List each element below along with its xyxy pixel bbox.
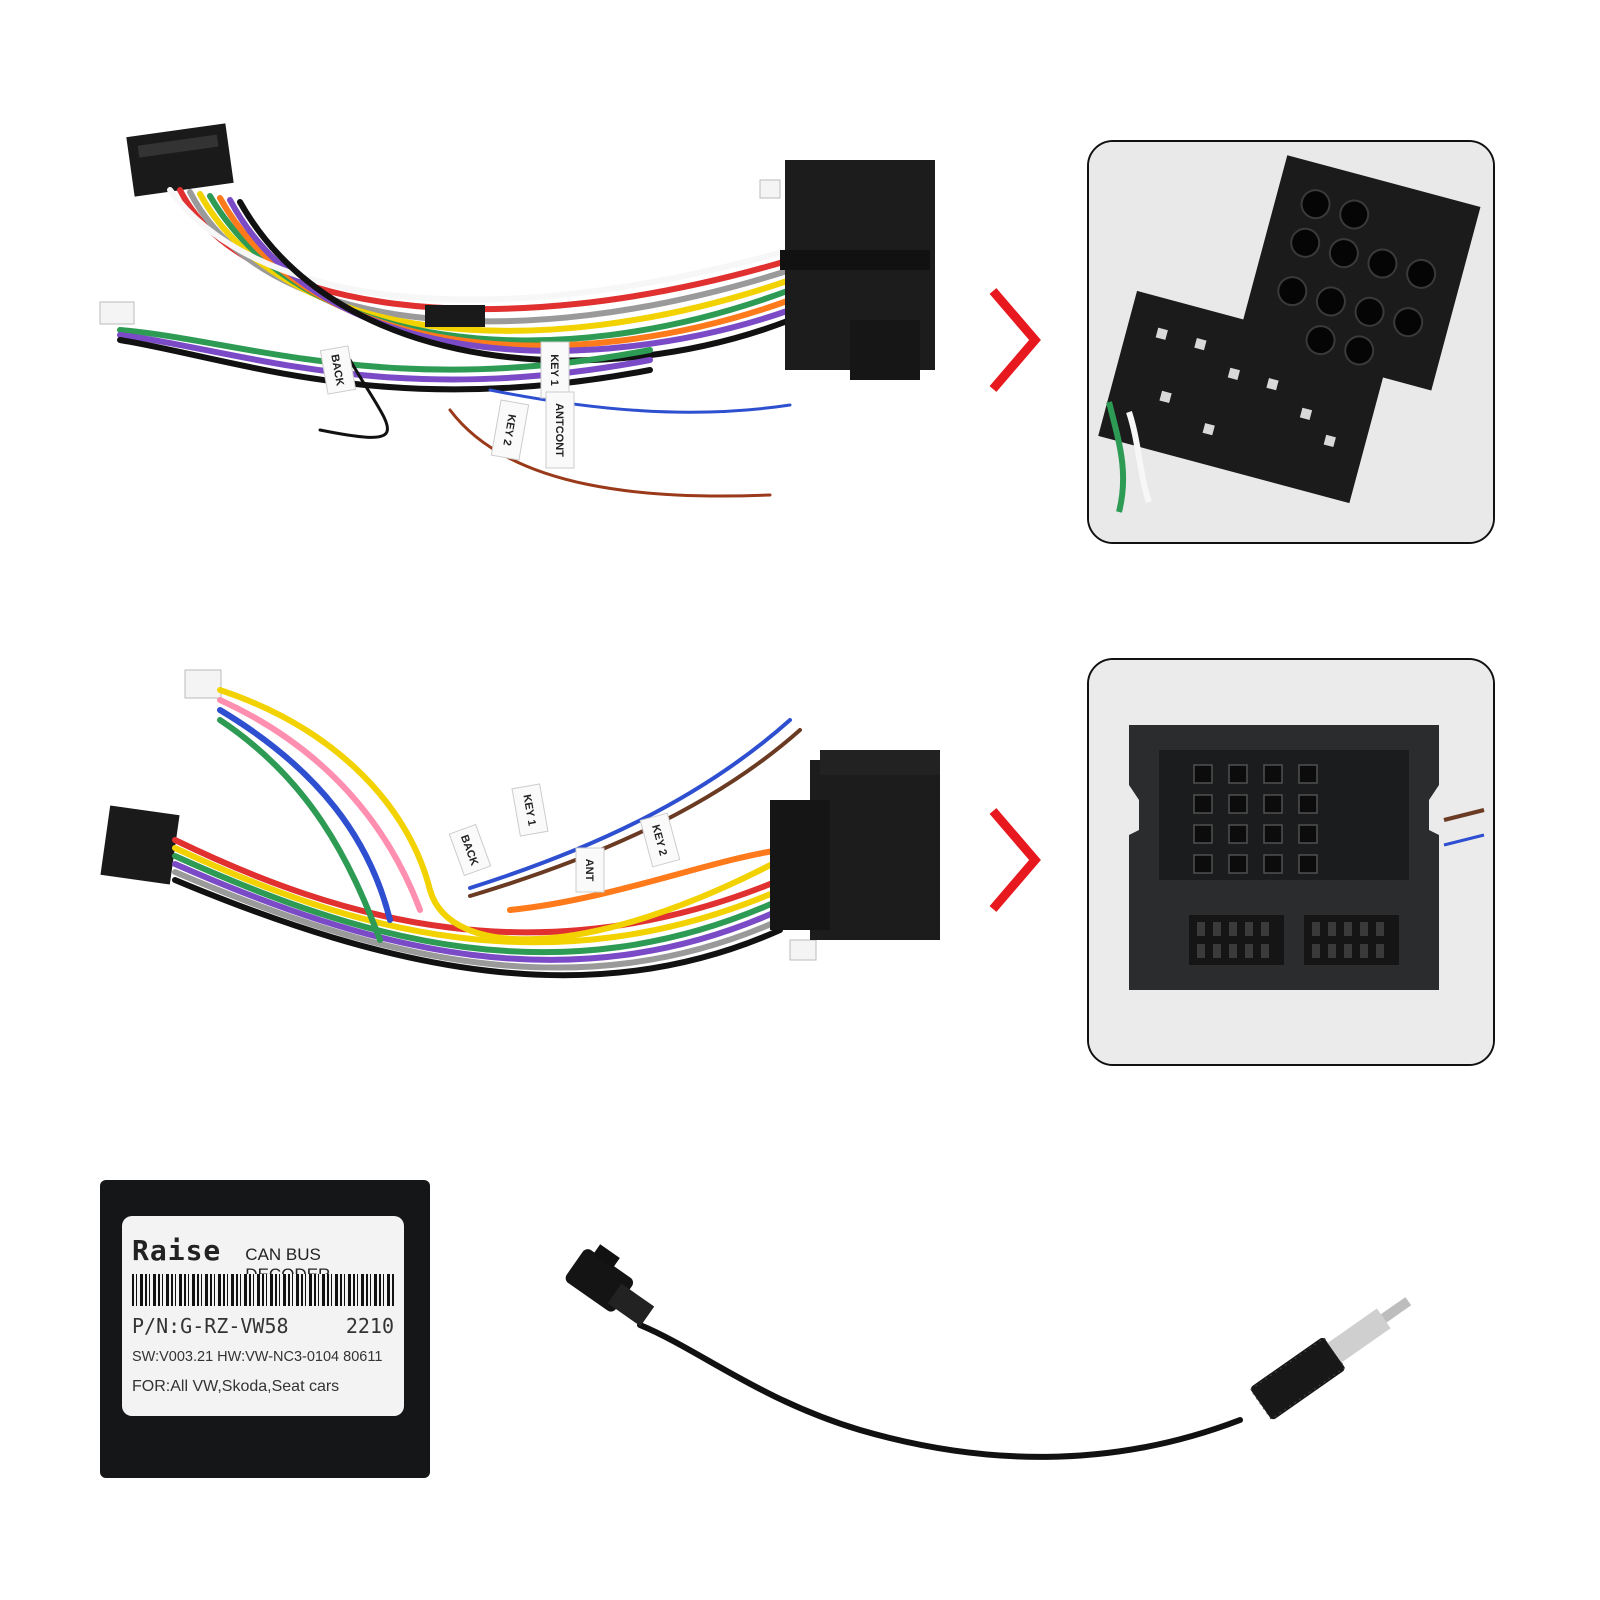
wire-tag-ant: ANT xyxy=(575,847,605,893)
part-number: P/N:G-RZ-VW58 xyxy=(132,1314,289,1338)
version-info: SW:V003.21 HW:VW-NC3-0104 80611 xyxy=(132,1349,383,1365)
white-plug xyxy=(759,179,781,199)
canbus-decoder-box: Raise CAN BUS DECODER P/N:G-RZ-VW58 2210… xyxy=(100,1180,430,1478)
svg-text:KEY 1: KEY 1 xyxy=(520,794,537,827)
iso-connector-closeup xyxy=(1087,140,1495,544)
wire-bundle xyxy=(172,687,802,979)
svg-text:ANT: ANT xyxy=(583,859,595,882)
wire-tag-back: BACK xyxy=(448,823,492,877)
head-unit-connector xyxy=(126,123,234,197)
head-unit-connector xyxy=(100,805,180,885)
wire-tag-key2: KEY 2 xyxy=(639,812,681,868)
chevron-right-icon xyxy=(989,808,1041,912)
wire-tag-back: BACK xyxy=(319,345,357,395)
fakra-connector xyxy=(565,1244,655,1327)
svg-text:KEY 1: KEY 1 xyxy=(548,354,560,386)
wire-bundle xyxy=(117,187,793,498)
wire-tag-key2: KEY 2 xyxy=(490,399,530,461)
compatibility-info: FOR:All VW,Skoda,Seat cars xyxy=(132,1378,340,1395)
white-plug xyxy=(789,939,817,961)
quadlock-connector-closeup xyxy=(1087,658,1495,1066)
wire-tag-key1: KEY 1 xyxy=(511,783,549,837)
iso-connector xyxy=(780,160,935,380)
black-plug xyxy=(425,305,485,327)
iso-connector-photo xyxy=(1089,142,1493,542)
barcode xyxy=(132,1274,394,1306)
quadlock-wiring-harness: BACK KEY 1 ANT KEY 2 xyxy=(100,669,940,979)
antenna-adapter-cable xyxy=(565,1244,1412,1460)
white-plug xyxy=(99,301,135,325)
brand-name: Raise xyxy=(132,1234,222,1267)
decoder-label: Raise CAN BUS DECODER P/N:G-RZ-VW58 2210… xyxy=(122,1216,404,1416)
svg-text:BACK: BACK xyxy=(328,353,345,386)
iso-wiring-harness: BACK KEY 1 KEY 2 ANTCONT xyxy=(99,123,935,498)
svg-text:KEY 2: KEY 2 xyxy=(500,413,517,446)
wire-tag-key1: KEY 1 xyxy=(540,341,570,399)
din-antenna-plug xyxy=(1249,1297,1412,1420)
wire-tag-antcont: ANTCONT xyxy=(545,391,575,469)
quadlock-connector-photo xyxy=(1089,660,1493,1064)
chevron-right-icon xyxy=(989,288,1041,392)
svg-text:ANTCONT: ANTCONT xyxy=(553,403,565,457)
white-plug xyxy=(184,669,222,699)
batch-code: 2210 xyxy=(345,1314,394,1338)
quadlock-connector xyxy=(770,750,940,940)
